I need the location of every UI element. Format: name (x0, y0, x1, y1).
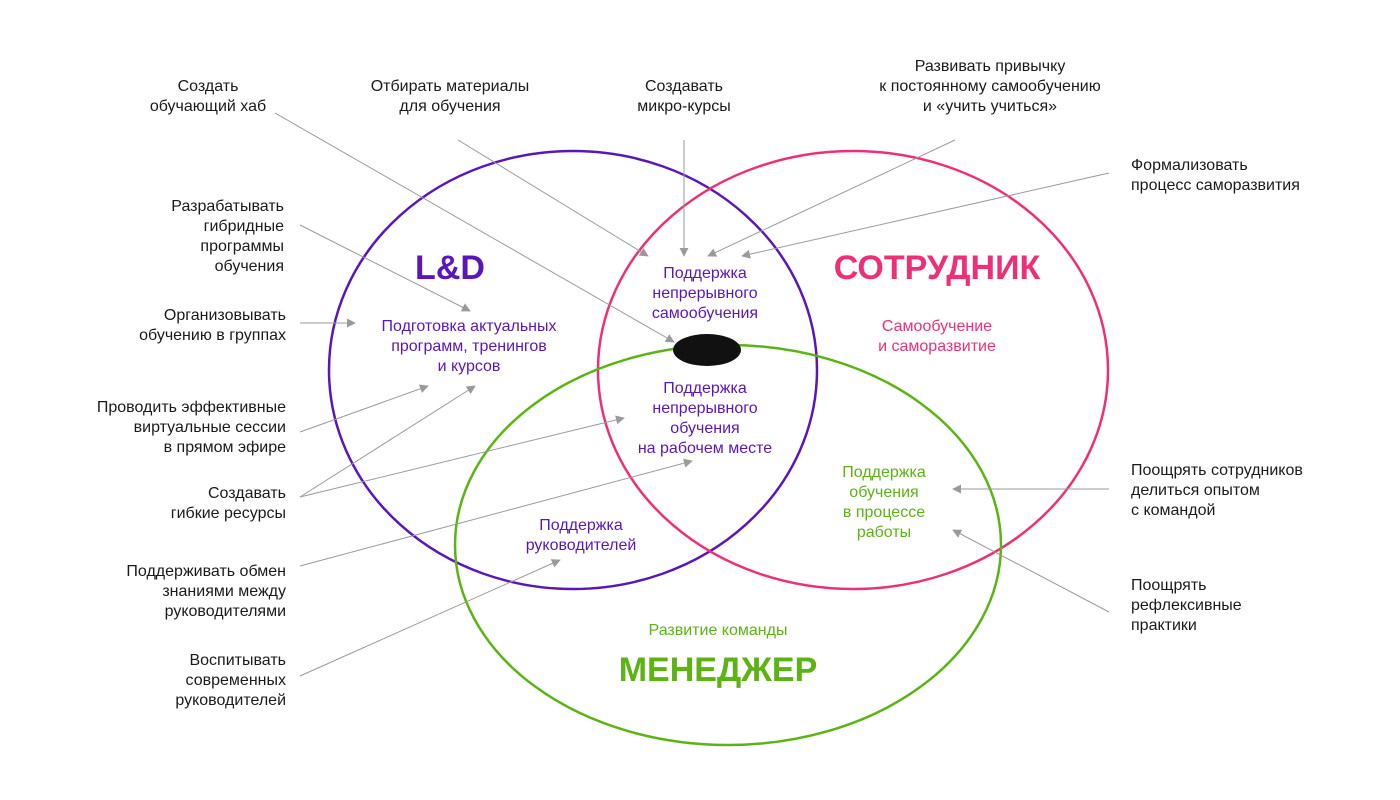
center-dot (673, 334, 741, 366)
manager-region-text: Развитие команды (649, 622, 788, 639)
ld-title: L&D (415, 249, 485, 287)
manager-title: МЕНЕДЖЕР (619, 651, 818, 689)
ld-circle (327, 149, 819, 591)
employee-title: СОТРУДНИК (834, 249, 1041, 287)
employee-circle (596, 149, 1110, 591)
pointer-arrows (274, 112, 1110, 677)
